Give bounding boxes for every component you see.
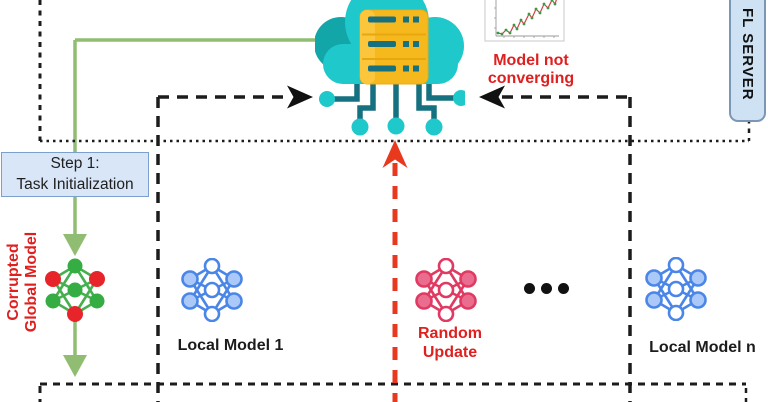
model-not-converging-label: Model not converging xyxy=(478,52,584,89)
ellipsis-more-clients xyxy=(524,283,569,294)
not-converging-line1: Model not xyxy=(493,52,569,69)
ellipsis-dot xyxy=(524,283,535,294)
corrupted-line2: Global Model xyxy=(22,231,40,333)
cloud-server-graphic xyxy=(315,0,465,136)
chart-points xyxy=(496,0,557,36)
server-slots xyxy=(368,16,419,72)
rising-loss-line-chart-icon xyxy=(484,0,566,43)
random-update-line2: Update xyxy=(422,343,478,361)
step1-task-initialization-box: Step 1: Task Initialization xyxy=(1,152,149,197)
cloud-server-icon xyxy=(315,0,465,140)
random-update-network-icon xyxy=(415,258,477,322)
corrupted-line1: Corrupted xyxy=(5,243,22,321)
step1-line1: Step 1: xyxy=(50,155,100,173)
local-model-1-network-icon xyxy=(181,258,243,322)
black-arrowhead-right xyxy=(287,85,313,109)
black-arrowhead-left xyxy=(479,85,505,109)
random-update-line1: Random xyxy=(418,325,482,342)
green-arrowhead-down-2 xyxy=(63,355,87,377)
corrupted-global-model-label: Corrupted Global Model xyxy=(5,229,43,335)
server-rack xyxy=(359,9,429,85)
circuit-nodes xyxy=(319,90,465,136)
fl-server-box: FL SERVER xyxy=(729,0,766,122)
ellipsis-dot xyxy=(541,283,552,294)
random-update-label: Random Update xyxy=(398,325,502,363)
loss-chart-graphic xyxy=(484,0,565,42)
fl-server-label: FL SERVER xyxy=(739,7,756,101)
corrupted-global-model-network-icon xyxy=(45,258,105,322)
ellipsis-dot xyxy=(558,283,569,294)
local-model-n-network-icon xyxy=(645,257,707,321)
clients-zone-border xyxy=(156,95,632,402)
green-arrowhead-down-1 xyxy=(63,234,87,256)
step1-line2: Task Initialization xyxy=(16,175,134,193)
bottom-zone-border xyxy=(38,382,748,402)
local-model-n-label: Local Model n xyxy=(649,339,756,356)
circuit-legs xyxy=(327,84,461,121)
not-converging-line2: converging xyxy=(487,70,575,88)
local-model-1-label: Local Model 1 xyxy=(177,337,284,354)
